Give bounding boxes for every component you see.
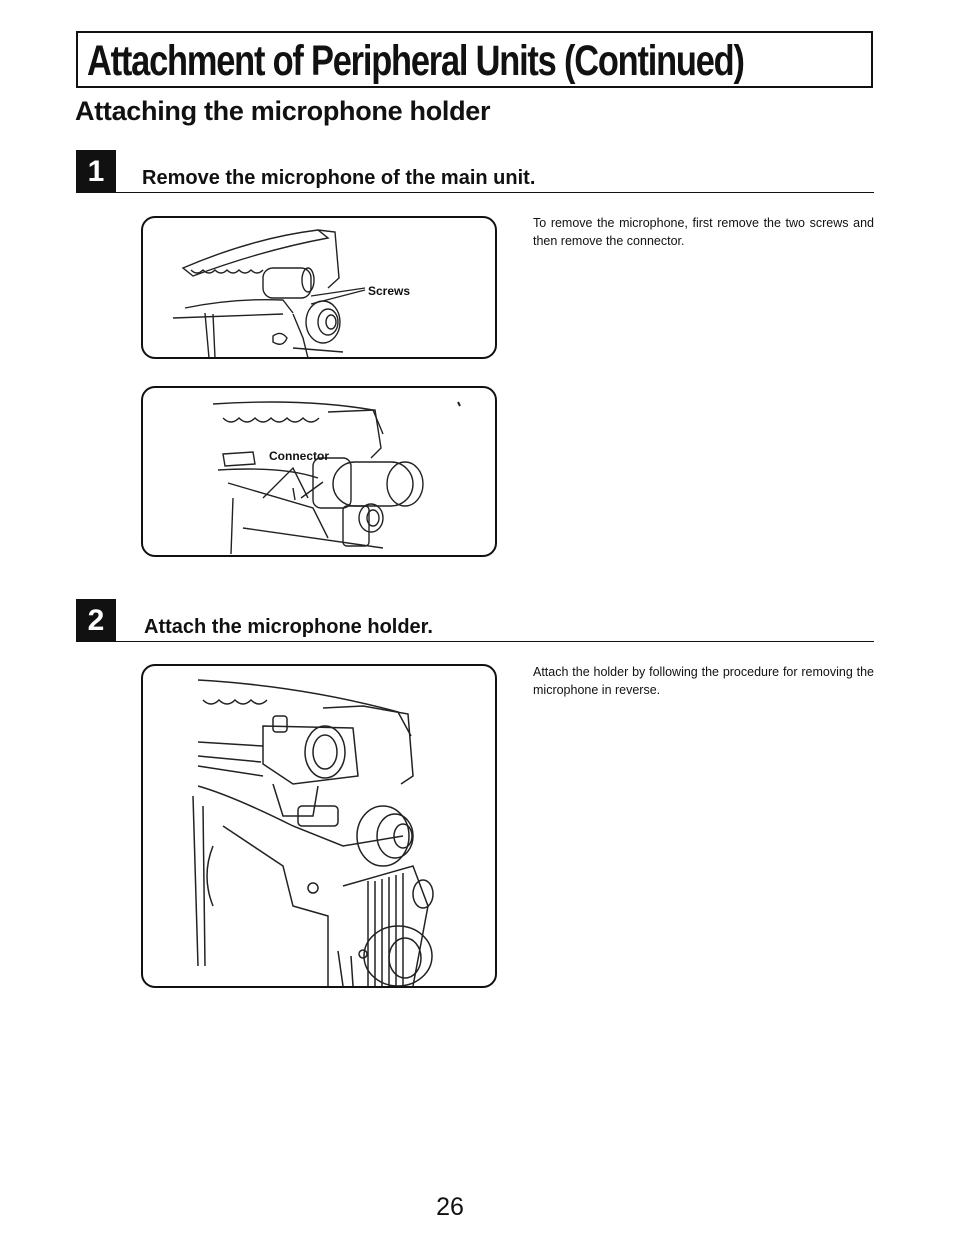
figure-connector: Connector: [141, 386, 497, 557]
step-1-description: To remove the microphone, first remove t…: [533, 216, 874, 248]
step-2-rule: [76, 641, 874, 642]
step-2-heading: Attach the microphone holder.: [144, 616, 433, 638]
screws-callout: Screws: [368, 284, 411, 298]
page-number: 26: [436, 1193, 464, 1221]
step-2-description: Attach the holder by following the proce…: [533, 665, 874, 697]
page-title: Attachment of Peripheral Units (Continue…: [87, 37, 745, 85]
step-1-heading: Remove the microphone of the main unit.: [142, 167, 536, 189]
step-1-rule: [76, 192, 874, 193]
camera-mic-screws-illustration: [172, 229, 366, 357]
section-title: Attaching the microphone holder: [75, 96, 491, 126]
step-2-badge: 2: [76, 599, 116, 642]
step-1-badge: 1: [76, 150, 116, 193]
connector-callout: Connector: [269, 449, 329, 463]
camera-mic-connector-illustration: [212, 401, 461, 555]
figure-holder: [141, 664, 497, 988]
camera-mic-holder-illustration: [192, 679, 434, 986]
figure-screws: Screws: [141, 216, 497, 359]
page-title-box: Attachment of Peripheral Units (Continue…: [76, 31, 873, 88]
